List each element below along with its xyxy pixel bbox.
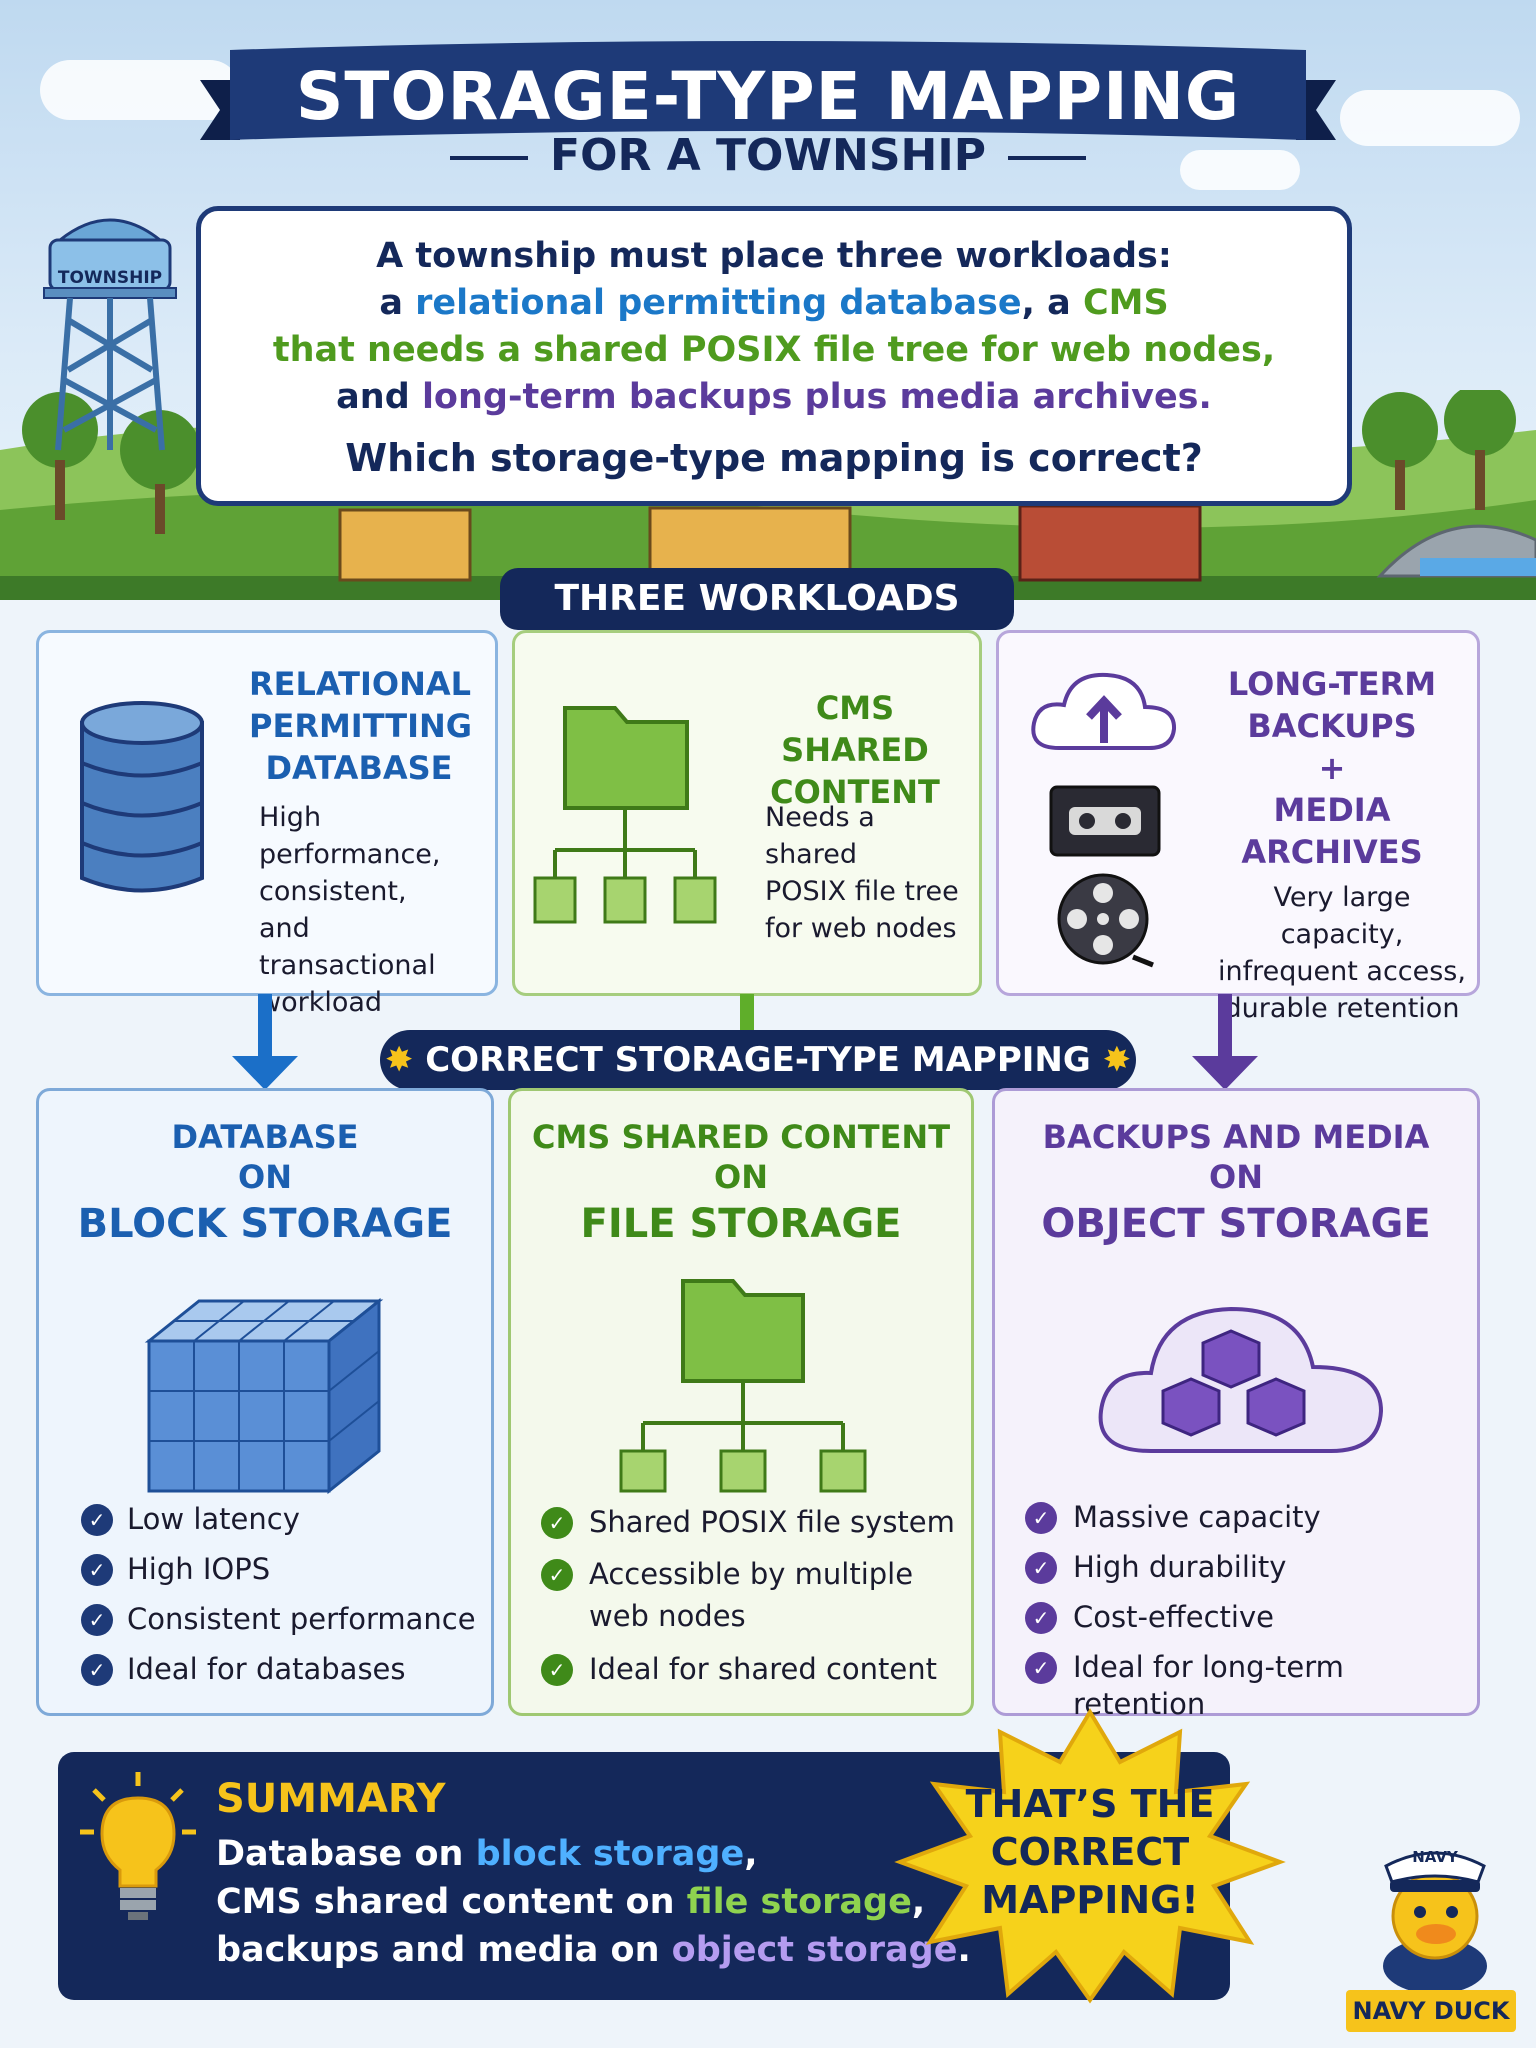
feature-item: Low latency bbox=[127, 1502, 300, 1536]
workloads-header: THREE WORKLOADS bbox=[500, 568, 1014, 630]
feature-item: Ideal for shared content bbox=[589, 1652, 937, 1686]
film-reel-icon bbox=[1057, 873, 1154, 968]
feature-item: Cost-effective bbox=[1073, 1600, 1274, 1634]
summary-heading: SUMMARY bbox=[216, 1776, 446, 1822]
page-subtitle: FOR A TOWNSHIP bbox=[0, 130, 1536, 181]
navy-duck-mascot-icon bbox=[1383, 1851, 1487, 1992]
check-icon: ✓ bbox=[81, 1604, 113, 1636]
mapping-storage-type: FILE STORAGE bbox=[580, 1201, 902, 1247]
feature-item: High durability bbox=[1073, 1550, 1287, 1584]
cloud-upload-icon bbox=[1031, 672, 1176, 750]
object-storage-icon bbox=[1098, 1306, 1384, 1453]
summary-line-2: CMS shared content on file storage, bbox=[216, 1882, 926, 1922]
check-icon: ✓ bbox=[1025, 1552, 1057, 1584]
cloud bbox=[1180, 150, 1300, 190]
folder-tree-icon bbox=[533, 706, 717, 924]
file-storage-icon bbox=[619, 1279, 867, 1493]
workload-description: Very large capacity,infrequent access,du… bbox=[1218, 882, 1466, 1024]
feature-item: Ideal for long-term retention bbox=[1073, 1650, 1344, 1721]
check-icon: ✓ bbox=[81, 1554, 113, 1586]
check-icon: ✓ bbox=[1025, 1502, 1057, 1534]
tape-cassette-icon bbox=[1049, 785, 1161, 857]
lightbulb-icon bbox=[80, 1772, 196, 1920]
block-storage-icon bbox=[144, 1297, 384, 1495]
star-icon: ✸ bbox=[1102, 1040, 1132, 1080]
check-icon: ✓ bbox=[1025, 1602, 1057, 1634]
title-banner bbox=[200, 41, 1336, 140]
check-icon: ✓ bbox=[1025, 1652, 1057, 1684]
feature-item: web nodes bbox=[589, 1599, 746, 1633]
feature-item: High IOPS bbox=[127, 1552, 271, 1586]
cloud bbox=[1340, 90, 1520, 146]
question-line-2: a relational permitting database, a CMS bbox=[379, 283, 1169, 323]
feature-item: Massive capacity bbox=[1073, 1500, 1321, 1534]
mapping-header: ✸ CORRECT STORAGE-TYPE MAPPING ✸ bbox=[380, 1030, 1136, 1090]
summary-line-3: backups and media on object storage. bbox=[216, 1930, 971, 1970]
feature-item: Shared POSIX file system bbox=[589, 1505, 955, 1539]
feature-item: Accessible by multiple bbox=[589, 1557, 914, 1591]
water-tower-icon bbox=[43, 218, 177, 451]
mapping-storage-type: BLOCK STORAGE bbox=[77, 1201, 453, 1247]
duck-hat-label: NAVY bbox=[1412, 1848, 1458, 1866]
summary-line-1: Database on block storage, bbox=[216, 1834, 758, 1874]
check-icon: ✓ bbox=[541, 1559, 573, 1591]
workload-description: High performance,consistent,and transact… bbox=[259, 802, 441, 1018]
question-box: A township must place three workloads: a… bbox=[196, 206, 1352, 506]
feature-item: Consistent performance bbox=[127, 1602, 476, 1636]
page-title: STORAGE-TYPE MAPPING bbox=[295, 58, 1241, 135]
check-icon: ✓ bbox=[541, 1507, 573, 1539]
duck-label: NAVY DUCK bbox=[1346, 1990, 1516, 2032]
question-line-4: and long-term backups plus media archive… bbox=[336, 377, 1212, 417]
star-icon: ✸ bbox=[384, 1040, 414, 1080]
connector-arrows bbox=[232, 994, 1258, 1090]
feature-item: Ideal for databases bbox=[127, 1652, 406, 1686]
question-line-1: A township must place three workloads: bbox=[376, 236, 1172, 276]
starburst-badge bbox=[894, 1708, 1286, 2004]
cloud bbox=[40, 60, 240, 120]
mapping-storage-type: OBJECT STORAGE bbox=[1041, 1201, 1431, 1247]
database-icon bbox=[80, 701, 204, 893]
town-label: TOWNSHIP bbox=[57, 268, 163, 288]
check-icon: ✓ bbox=[81, 1504, 113, 1536]
question-line-3: that needs a shared POSIX file tree for … bbox=[272, 330, 1276, 370]
check-icon: ✓ bbox=[81, 1654, 113, 1686]
question-prompt: Which storage-type mapping is correct? bbox=[345, 436, 1203, 480]
check-icon: ✓ bbox=[541, 1654, 573, 1686]
